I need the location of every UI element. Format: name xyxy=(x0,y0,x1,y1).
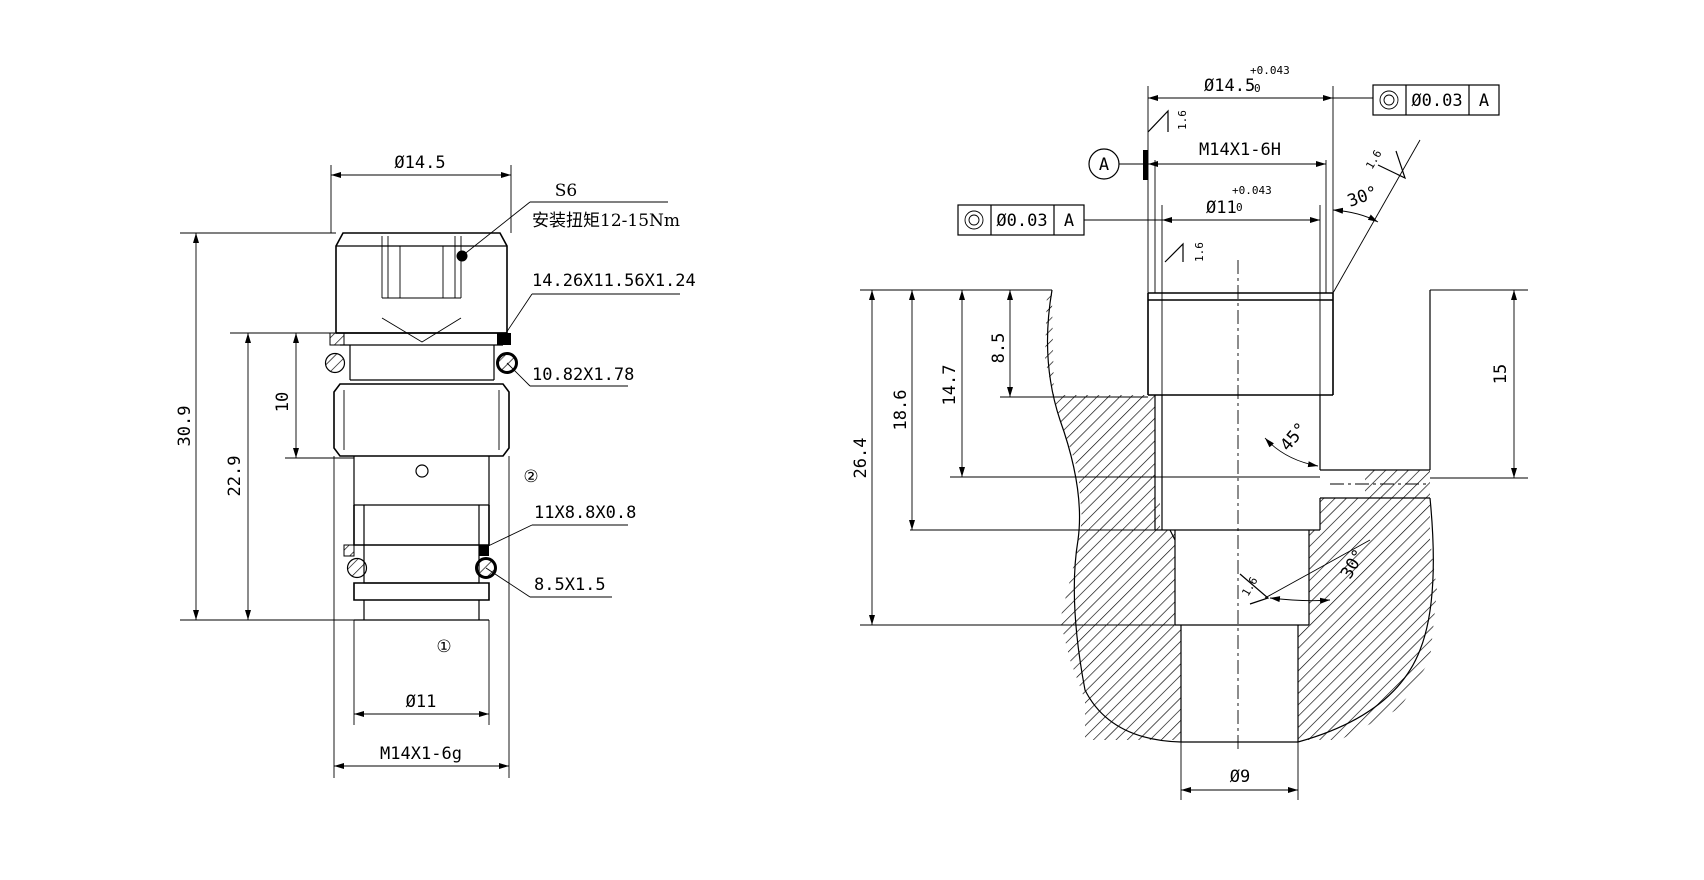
fcf-left-datum: A xyxy=(1064,211,1074,231)
roughness-4-label: 1.6 xyxy=(1239,575,1260,599)
dim-18-label: 18.6 xyxy=(891,390,911,431)
dim-bore-label: Ø14.5 xyxy=(1204,76,1255,96)
concentricity-icon xyxy=(1379,90,1399,110)
dim-thread-6h: M14X1-6H xyxy=(1148,140,1327,293)
dim-mid-tol-lower: 0 xyxy=(1236,201,1243,214)
angle-30-top-label: 30° xyxy=(1345,182,1381,211)
leader-dot xyxy=(456,250,468,262)
dim-mid-label: Ø11 xyxy=(1206,198,1237,218)
angle-45-label: 45° xyxy=(1277,419,1312,455)
seal-2-label: 10.82X1.78 xyxy=(532,365,634,385)
hex-size-label: S6 xyxy=(555,181,577,201)
roughness-symbol-2: 1.6 xyxy=(1164,242,1206,263)
dim-bottom-bore: Ø9 xyxy=(1180,742,1299,800)
dim-bore-diameter: Ø14.5 +0.043 0 xyxy=(1147,64,1373,293)
chamfer-top: 1.6 30° xyxy=(1332,139,1421,294)
valve-head xyxy=(335,232,508,343)
left-view: Ø14.5 S6 安装扭矩12-15Nm 14.26X11.56X1.24 10… xyxy=(175,153,696,778)
bore xyxy=(1147,260,1430,752)
fcf-left: Ø0.03 A xyxy=(957,204,1162,236)
dim-14: 14.7 xyxy=(940,290,1320,478)
dim-top-diameter: Ø14.5 xyxy=(330,153,512,233)
dim-total-height: 30.9 xyxy=(175,232,354,621)
concentricity-icon-2 xyxy=(964,210,984,230)
fcf-top: Ø0.03 A xyxy=(1372,84,1500,116)
dim-total-label: 30.9 xyxy=(175,406,195,447)
dim-10-height: 10 xyxy=(273,333,354,459)
torque-note: 安装扭矩12-15Nm xyxy=(532,211,680,231)
dim-10-label: 10 xyxy=(273,392,293,412)
port-1-label: ① xyxy=(436,637,451,657)
dim-thread: M14X1-6g xyxy=(333,456,510,778)
port-2-label: ② xyxy=(523,467,538,487)
dim-bore-tol-lower: 0 xyxy=(1254,82,1261,95)
dim-mid-diameter: Ø11 +0.043 0 xyxy=(1161,184,1321,395)
right-view: Ø14.5 +0.043 0 Ø0.03 A 1.6 M14X1-6H xyxy=(851,64,1528,800)
dim-22-label: 22.9 xyxy=(225,456,245,497)
datum-a-label: A xyxy=(1099,155,1109,175)
fcf-top-datum: A xyxy=(1479,91,1489,111)
dim-8: 8.5 xyxy=(989,290,1148,398)
seal-1-label: 14.26X11.56X1.24 xyxy=(532,271,696,291)
section-body xyxy=(1045,289,1437,743)
roughness-1-label: 1.6 xyxy=(1176,110,1189,130)
dim-15-label: 15 xyxy=(1491,364,1511,384)
dim-22-height: 22.9 xyxy=(225,332,330,620)
thread-6h-label: M14X1-6H xyxy=(1199,140,1281,160)
dim-top-diameter-label: Ø14.5 xyxy=(394,153,445,173)
roughness-3-label: 1.6 xyxy=(1363,148,1384,172)
dim-15: 15 xyxy=(1430,289,1528,479)
seals xyxy=(324,332,518,579)
dim-18: 18.6 xyxy=(891,290,1155,531)
fcf-top-tolerance: Ø0.03 xyxy=(1411,91,1462,111)
thread-label: M14X1-6g xyxy=(380,744,462,764)
fcf-left-tolerance: Ø0.03 xyxy=(996,211,1047,231)
dim-bottom-diameter: Ø11 xyxy=(353,620,490,725)
valve-body xyxy=(333,332,510,621)
dim-8-label: 8.5 xyxy=(989,333,1009,364)
datum-a: A xyxy=(1088,148,1148,180)
seal-4-label: 8.5X1.5 xyxy=(534,575,606,595)
dim-26-label: 26.4 xyxy=(851,438,871,479)
dim-26: 26.4 xyxy=(851,289,1175,626)
roughness-2-label: 1.6 xyxy=(1193,242,1206,262)
dim-mid-tol-upper: +0.043 xyxy=(1232,184,1272,197)
hex-leader: S6 安装扭矩12-15Nm xyxy=(461,181,680,257)
dim-bore-tol-upper: +0.043 xyxy=(1250,64,1290,77)
seal-leaders: 14.26X11.56X1.24 10.82X1.78 11X8.8X0.8 8… xyxy=(483,271,696,598)
seal-3-label: 11X8.8X0.8 xyxy=(534,503,636,523)
roughness-symbol-1: 1.6 xyxy=(1147,109,1189,133)
dim-bottom-diameter-label: Ø11 xyxy=(406,692,437,712)
dim-14-label: 14.7 xyxy=(940,365,960,406)
dim-bottom-bore-label: Ø9 xyxy=(1230,767,1250,787)
angle-45: 45° xyxy=(1264,419,1319,468)
